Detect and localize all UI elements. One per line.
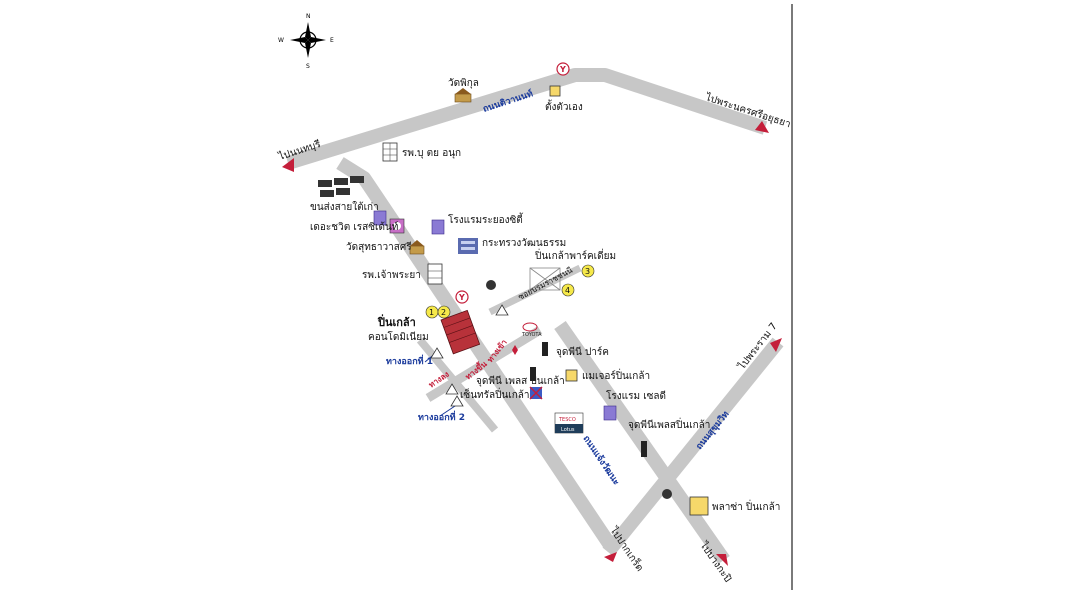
condo-icon <box>440 309 481 355</box>
main-road-name: ถนนแจ้งวัฒนะ <box>581 434 622 488</box>
temple-top-icon <box>454 88 472 103</box>
central-label: เซ็นทรัลปิ่นเกล้า <box>460 387 530 401</box>
small-road-1: ซอยบรมราชชนนี <box>517 265 575 301</box>
plaza-label: จุดพีนี เพลส ปิ่นเกล้า <box>476 373 565 387</box>
exit-2-label: ทางออกที่ 2 <box>418 410 465 423</box>
temple-mid-label: วัดสุทธาวาสศรี <box>346 241 412 253</box>
direction-arrows <box>282 121 782 566</box>
bus-icon <box>318 176 364 197</box>
market-label: แมเจอร์ปิ่นเกล้า <box>582 368 650 382</box>
arrow-left <box>282 158 294 172</box>
svg-text:2: 2 <box>441 308 446 317</box>
svg-text:TOYOTA: TOYOTA <box>521 332 542 338</box>
temple-top-label: วัดพิกุล <box>448 78 479 89</box>
poi-circle-mid <box>455 290 469 304</box>
bottom-shop-label: พลาซ่า ปิ่นเกล้า <box>712 499 780 513</box>
hotel-city-label: โรงแรมระยองซิตี้ <box>448 212 524 226</box>
toyota-icon: TOYOTA <box>521 322 542 338</box>
arrow-bottom-left <box>604 552 617 562</box>
poi-dark-icon-2 <box>662 489 672 499</box>
condo-label: คอนโดมิเนียม <box>368 330 429 343</box>
shop-top-icon <box>549 85 561 97</box>
compass-w: W <box>278 37 284 44</box>
shop-top-label: ตั้งตัวเอง <box>545 99 583 113</box>
bus-label: ขนส่งสายใต้เก่า <box>310 201 379 213</box>
tesco-lotus-icon: TESCO Lotus <box>554 412 584 434</box>
hospital-mid-icon <box>427 263 443 285</box>
temple-mid-icon <box>409 240 425 255</box>
compass-rose: N S E W <box>278 13 334 70</box>
interchange-icon <box>529 267 561 291</box>
mall-left-label: เดอะชวิต เรสซิเด้นท์ <box>310 221 398 233</box>
svg-text:3: 3 <box>585 267 590 276</box>
arrow-bottom-right <box>716 554 728 566</box>
bottom-shop-icon <box>689 496 709 516</box>
arrow-right-up <box>770 338 782 352</box>
hospital-icon <box>382 142 398 162</box>
pin-klao-main-label: ปิ่นเกล้า <box>377 314 416 329</box>
hotel-icon <box>603 405 617 421</box>
pin-klao-1-label: ปิ่นเกล้าพาร์คเดี่ยม <box>534 248 616 262</box>
ministry-label: กระทรวงวัฒนธรรม <box>482 238 566 249</box>
exit-1-label: ทางออกที่ 1 <box>386 354 433 367</box>
poi-circle-top <box>556 62 570 76</box>
mitsubishi-icon <box>512 345 518 355</box>
svg-text:1: 1 <box>429 308 434 317</box>
svg-text:Lotus: Lotus <box>561 427 575 433</box>
hotel-city-icon <box>431 219 445 235</box>
circle-2 <box>437 305 451 319</box>
road-network <box>285 68 784 565</box>
park-icon <box>542 342 548 356</box>
circle-3 <box>581 264 595 278</box>
plaza-icon <box>530 367 536 381</box>
road-top <box>285 68 768 170</box>
park-label: จุดพีนี ปาร์ค <box>556 346 609 358</box>
compass-e: E <box>330 37 334 44</box>
tower-label: จุดพีนีเพลสปิ่นเกล้า <box>628 417 710 431</box>
road-small-1 <box>425 326 543 402</box>
frame-border <box>791 4 793 590</box>
tower-icon <box>641 441 647 457</box>
svg-text:4: 4 <box>565 286 570 295</box>
mall-left-icon <box>373 210 387 226</box>
ministry-icon <box>458 238 478 254</box>
hospital-mid-label: รพ.เจ้าพระยา <box>362 269 421 281</box>
compass-n: N <box>306 13 311 20</box>
market-icon <box>565 369 578 382</box>
svg-text:Y: Y <box>458 293 465 302</box>
central-icon <box>529 386 543 400</box>
svg-text:Y: Y <box>559 65 566 74</box>
circle-4 <box>561 283 575 297</box>
hospital-label: รพ.บุ ตย อนุก <box>402 148 461 159</box>
compass-s: S <box>306 63 310 70</box>
arrow-topright <box>755 121 769 133</box>
poi-dark-icon <box>486 280 496 290</box>
road-cross <box>602 337 784 557</box>
shield-icon <box>389 218 405 234</box>
svg-text:TESCO: TESCO <box>558 417 576 423</box>
hotel-label: โรงแรม เซลดี <box>606 389 666 402</box>
warning-triangle-icon <box>430 304 509 407</box>
